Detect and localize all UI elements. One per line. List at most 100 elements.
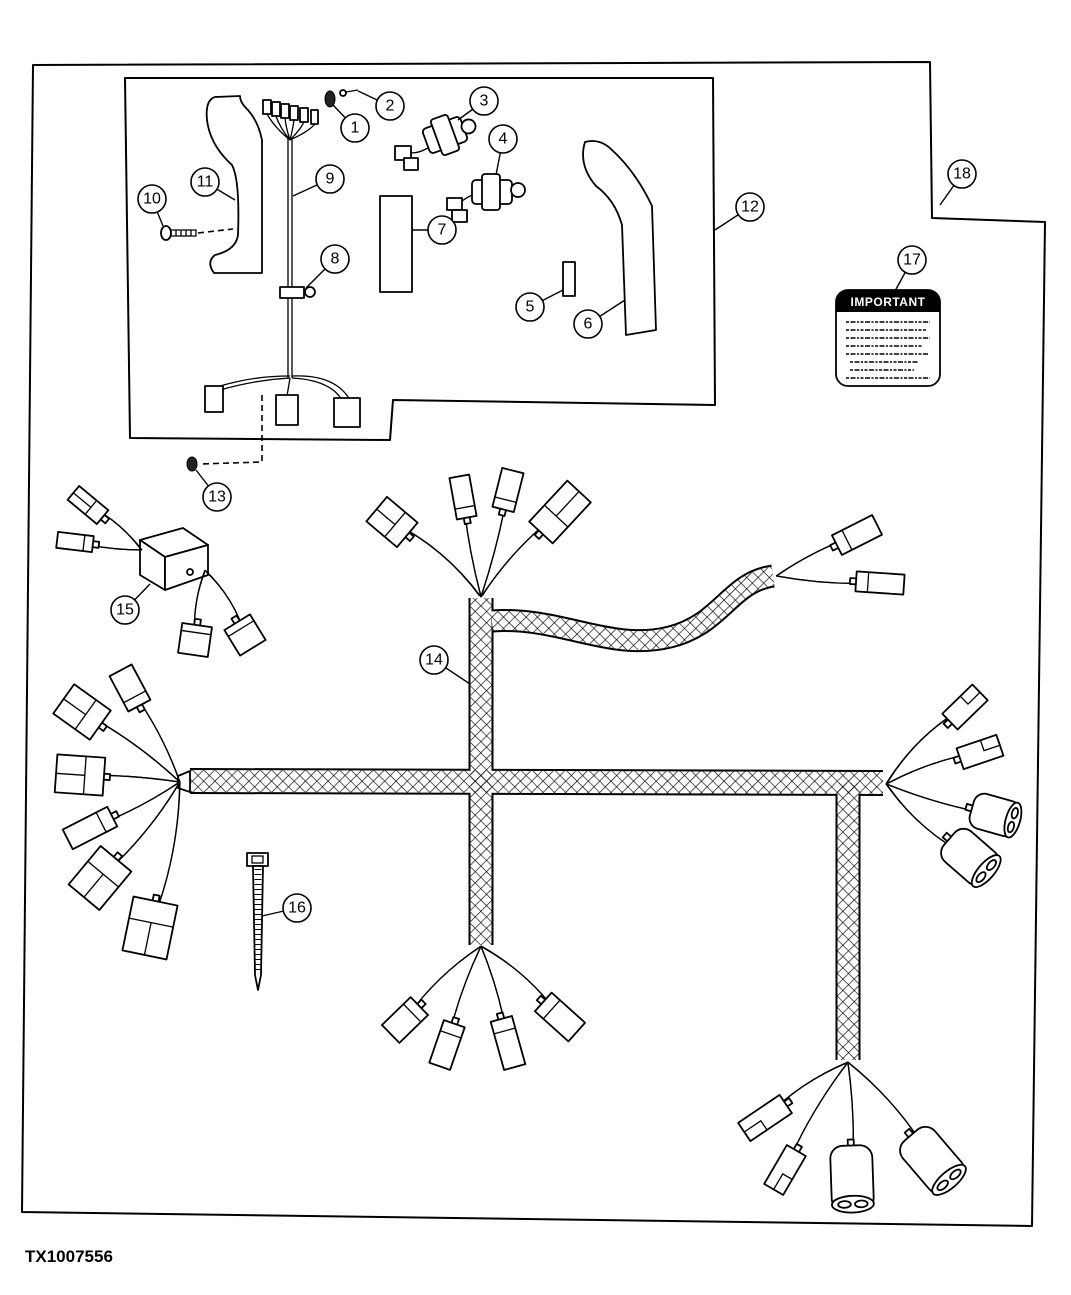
drawing-stroke — [304, 286, 316, 298]
washer-13 — [186, 395, 263, 472]
callout-6: 6 — [573, 299, 626, 339]
drawing-stroke — [186, 456, 198, 472]
drawing-stroke — [262, 99, 272, 115]
drawing-stroke — [164, 544, 209, 591]
drawing-stroke — [837, 1200, 852, 1209]
drawing-stroke — [451, 209, 468, 223]
module-15-bottom-leads — [177, 569, 267, 658]
drawing-stroke — [74, 699, 97, 730]
connector — [53, 753, 112, 797]
drawing-stroke — [56, 772, 85, 776]
callout-1: 1 — [332, 104, 370, 143]
drawing-stroke — [177, 622, 213, 658]
connectors — [55, 485, 111, 553]
connector — [941, 683, 989, 731]
connector — [964, 792, 1023, 839]
drawing-stroke — [955, 733, 1005, 771]
connector — [223, 613, 267, 657]
drawing-stroke — [735, 192, 765, 222]
callout-number: 13 — [208, 489, 226, 506]
drawing-stroke — [197, 228, 234, 234]
drawing-stroke — [841, 529, 853, 551]
callout-number: 6 — [584, 316, 593, 333]
callout-number: 3 — [480, 93, 489, 110]
drawing-stroke — [128, 917, 174, 928]
callout-number: 2 — [386, 98, 395, 115]
drawing-stroke — [280, 103, 290, 119]
clip-8 — [279, 286, 316, 299]
callout-number: 18 — [953, 166, 971, 183]
bracket-6 — [582, 140, 657, 336]
drawing-stroke — [199, 395, 263, 465]
switch-3 — [394, 114, 477, 171]
connectors — [829, 514, 906, 596]
drawing-stroke — [320, 244, 350, 274]
important-decal-17: IMPORTANT — [835, 289, 941, 387]
callout-number: 10 — [143, 191, 161, 208]
callout-8: 8 — [305, 244, 350, 289]
harness-14-right-end — [885, 683, 1023, 888]
callout-number: 17 — [903, 252, 921, 269]
callout-3: 3 — [457, 86, 499, 121]
connector — [829, 514, 883, 556]
connectors — [381, 991, 586, 1071]
connectors — [940, 683, 1023, 888]
decal-heading: IMPORTANT — [851, 295, 926, 309]
connector — [67, 845, 133, 911]
connectors — [365, 467, 592, 549]
connectors — [737, 1093, 967, 1214]
callout-15: 15 — [110, 583, 151, 625]
drawing-stroke — [491, 467, 525, 513]
callout-number: 5 — [526, 299, 535, 316]
drawing-stroke — [979, 740, 1001, 752]
wires — [404, 945, 561, 1046]
drawing-stroke — [84, 500, 98, 515]
drawing-stroke — [190, 167, 220, 197]
drawing-stroke — [108, 663, 152, 713]
drawing-stroke — [975, 871, 987, 884]
drawing-stroke — [137, 184, 167, 214]
drawing-stroke — [454, 504, 475, 510]
callout-13: 13 — [195, 469, 232, 512]
connector — [52, 683, 112, 741]
drawing-stroke — [544, 504, 569, 528]
drawing-stroke — [773, 1172, 793, 1190]
drawing-stroke — [743, 1119, 768, 1133]
drawing-stroke — [936, 1179, 949, 1192]
callout-number: 15 — [116, 602, 134, 619]
drawing-stroke — [170, 229, 197, 237]
connector — [489, 1011, 527, 1071]
drawing-stroke — [491, 566, 775, 651]
drawing-stroke — [202, 482, 232, 512]
connector — [899, 1125, 967, 1196]
callout-11: 11 — [190, 167, 236, 201]
drawing-stroke — [186, 568, 194, 576]
drawing-stroke — [189, 564, 884, 1060]
harness-14-left-end — [52, 663, 181, 961]
drawing-stroke — [246, 852, 269, 867]
connector — [108, 663, 152, 714]
connector — [829, 1138, 875, 1214]
drawing-stroke — [289, 105, 299, 121]
drawing-stroke — [87, 860, 119, 888]
drawing-stroke — [299, 107, 309, 123]
drawing-stroke — [831, 514, 883, 556]
drawing-stroke — [403, 157, 419, 171]
connector — [448, 473, 478, 526]
callout-10: 10 — [137, 184, 167, 227]
connectors — [52, 663, 179, 961]
drawing-stroke — [175, 230, 192, 236]
callout-2: 2 — [357, 90, 405, 121]
connector — [61, 805, 120, 851]
module-15-left-leads — [55, 485, 143, 553]
drawing-stroke — [82, 756, 87, 795]
drawing-stroke — [282, 893, 312, 923]
harness-14 — [52, 467, 1023, 1214]
drawing-stroke — [737, 1093, 793, 1143]
plate-5 — [562, 261, 576, 297]
drawing-stroke — [189, 770, 884, 794]
drawing-stroke — [427, 215, 457, 245]
drawing-stroke — [95, 812, 107, 833]
connector — [365, 495, 419, 549]
